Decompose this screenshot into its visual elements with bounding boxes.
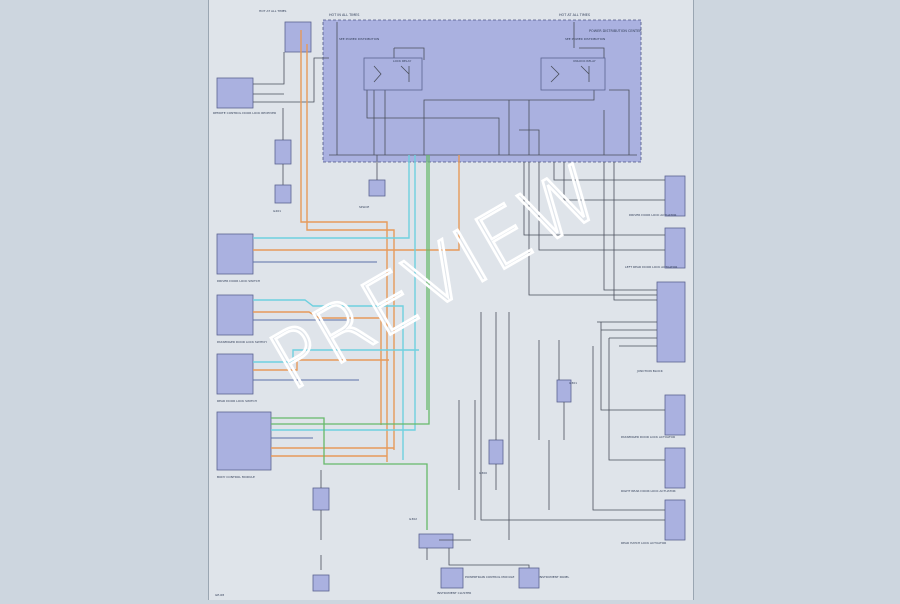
switch-label-3: REAR DOOR LOCK SWITCH [217,399,257,403]
body-control-module [216,411,272,471]
fuse-label-a: SEE POWER DISTRIBUTION [339,37,379,41]
unlock-relay [540,57,606,91]
lower-left-ground [312,574,330,592]
left-rear-door-lock-actuator [664,227,686,269]
bcm-label: BODY CONTROL MODULE [217,475,255,479]
actuator-label-4: RIGHT REAR DOOR LOCK ACTUATOR [621,489,676,493]
bottom-mod-label-1: INSTRUMENT CLUSTER [437,591,471,595]
rear-door-lock-switch [216,353,254,395]
actuator-label-5: REAR HATCH LOCK ACTUATOR [621,541,666,545]
remote-receiver-label: REMOTE CONTROL DOOR LOCK RECEIVER [213,111,276,115]
power-distribution-label: POWER DISTRIBUTION CENTER [589,29,642,33]
mid-splice-label: SPLICE [359,205,369,209]
switch-label-2: PASSENGER DOOR LOCK SWITCH [217,340,267,344]
instrument-panel-module [518,567,540,589]
lock-relay-label: LOCK RELAY [393,59,411,63]
unlock-relay-label: UNLOCK RELAY [573,59,596,63]
bottom-mod-label-2: POWERTRAIN CONTROL MODULE [465,575,515,579]
hot-label-left: HOT AT ALL TIMES [259,9,287,13]
power-distribution-box [322,19,642,163]
hot-label-top: HOT IN ALL TIMES [329,13,359,17]
hot-label-right: HOT AT ALL TIMES [559,13,590,17]
page-code: GE-68 [215,593,224,597]
passenger-door-lock-switch [216,294,254,336]
actuator-label-3: PASSENGER DOOR LOCK ACTUATOR [621,435,675,439]
junction-label: JUNCTION BLOCK [636,369,664,373]
switch-label-1: DRIVER DOOR LOCK SWITCH [217,279,260,283]
instrument-cluster [440,567,464,589]
driver-door-lock-actuator [664,175,686,217]
driver-door-lock-switch [216,233,254,275]
ground-label-2: G300 [479,471,487,475]
right-rear-door-lock-actuator [664,447,686,489]
left-ground-block [274,184,292,204]
ground-label-3: G301 [569,381,577,385]
actuator-label-2: LEFT REAR DOOR LOCK ACTUATOR [625,265,677,269]
bottom-center-connector [418,533,454,549]
fuse-label-b: SEE POWER DISTRIBUTION [565,37,605,41]
ground-label-4: G302 [409,517,417,521]
wiring-diagram: POWER DISTRIBUTION CENTER HOT IN ALL TIM… [213,9,686,597]
ground-label-1: G201 [273,209,281,213]
actuator-label-1: DRIVER DOOR LOCK ACTUATOR [629,213,677,217]
wiring-diagram-sheet: POWER DISTRIBUTION CENTER HOT IN ALL TIM… [208,0,694,600]
remote-receiver-module [216,77,254,109]
passenger-door-lock-actuator [664,394,686,436]
lock-relay [363,57,423,91]
bottom-mod-label-3: INSTRUMENT PANEL [539,575,569,579]
watermark-text: PREVIEW [255,147,618,409]
